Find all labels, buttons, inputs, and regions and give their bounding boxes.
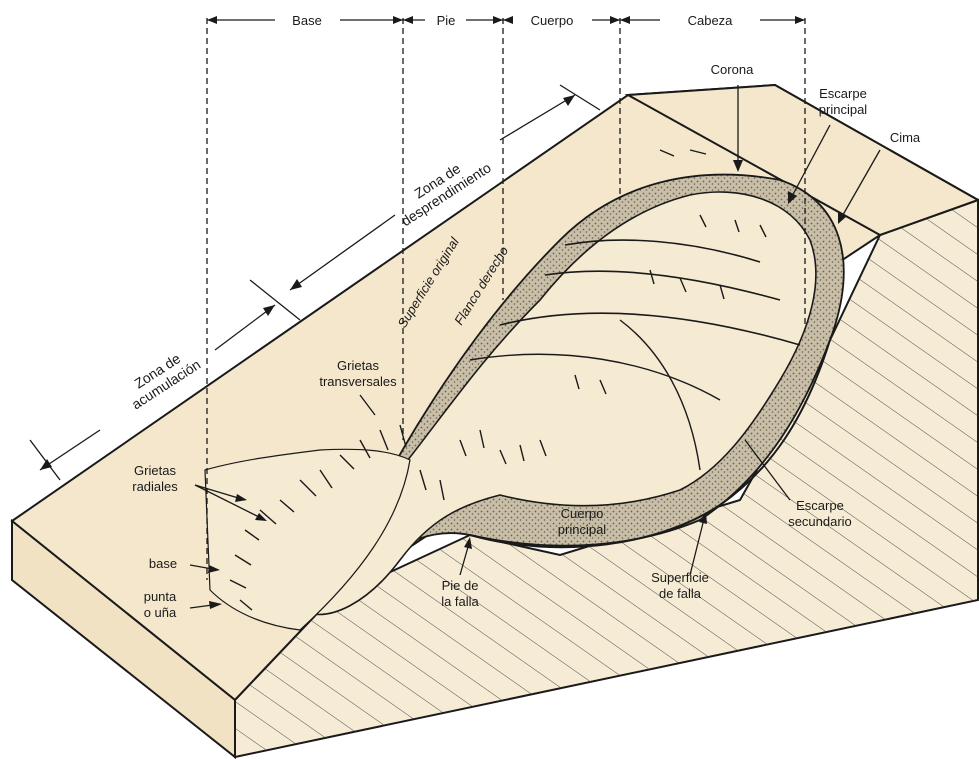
svg-text:principal: principal — [558, 522, 607, 537]
svg-text:Grietas: Grietas — [134, 463, 176, 478]
svg-text:de falla: de falla — [659, 586, 702, 601]
top-label-pie: Pie — [437, 13, 456, 28]
svg-text:Escarpe: Escarpe — [796, 498, 844, 513]
label-escarpe-secundario: Escarpe secundario — [788, 498, 852, 529]
label-cuerpo-principal: Cuerpo principal — [558, 506, 607, 537]
svg-text:Cuerpo: Cuerpo — [561, 506, 604, 521]
label-superficie-de-falla: Superficie de falla — [651, 570, 709, 601]
svg-text:Superficie: Superficie — [651, 570, 709, 585]
svg-text:Pie de: Pie de — [442, 578, 479, 593]
label-base: base — [149, 556, 177, 571]
label-cima: Cima — [890, 130, 921, 145]
svg-text:la falla: la falla — [441, 594, 479, 609]
label-punta: punta o uña — [144, 589, 177, 620]
top-label-base: Base — [292, 13, 322, 28]
svg-text:punta: punta — [144, 589, 177, 604]
svg-text:transversales: transversales — [319, 374, 397, 389]
label-corona: Corona — [711, 62, 754, 77]
top-label-cabeza: Cabeza — [688, 13, 734, 28]
label-grietas-radiales: Grietas radiales — [132, 463, 178, 494]
svg-text:secundario: secundario — [788, 514, 852, 529]
label-escarpe-principal: Escarpe principal — [819, 86, 868, 117]
top-label-cuerpo: Cuerpo — [531, 13, 574, 28]
svg-text:Escarpe: Escarpe — [819, 86, 867, 101]
svg-text:o uña: o uña — [144, 605, 177, 620]
svg-text:Grietas: Grietas — [337, 358, 379, 373]
svg-text:principal: principal — [819, 102, 868, 117]
label-pie-de-la-falla: Pie de la falla — [441, 578, 479, 609]
svg-text:radiales: radiales — [132, 479, 178, 494]
